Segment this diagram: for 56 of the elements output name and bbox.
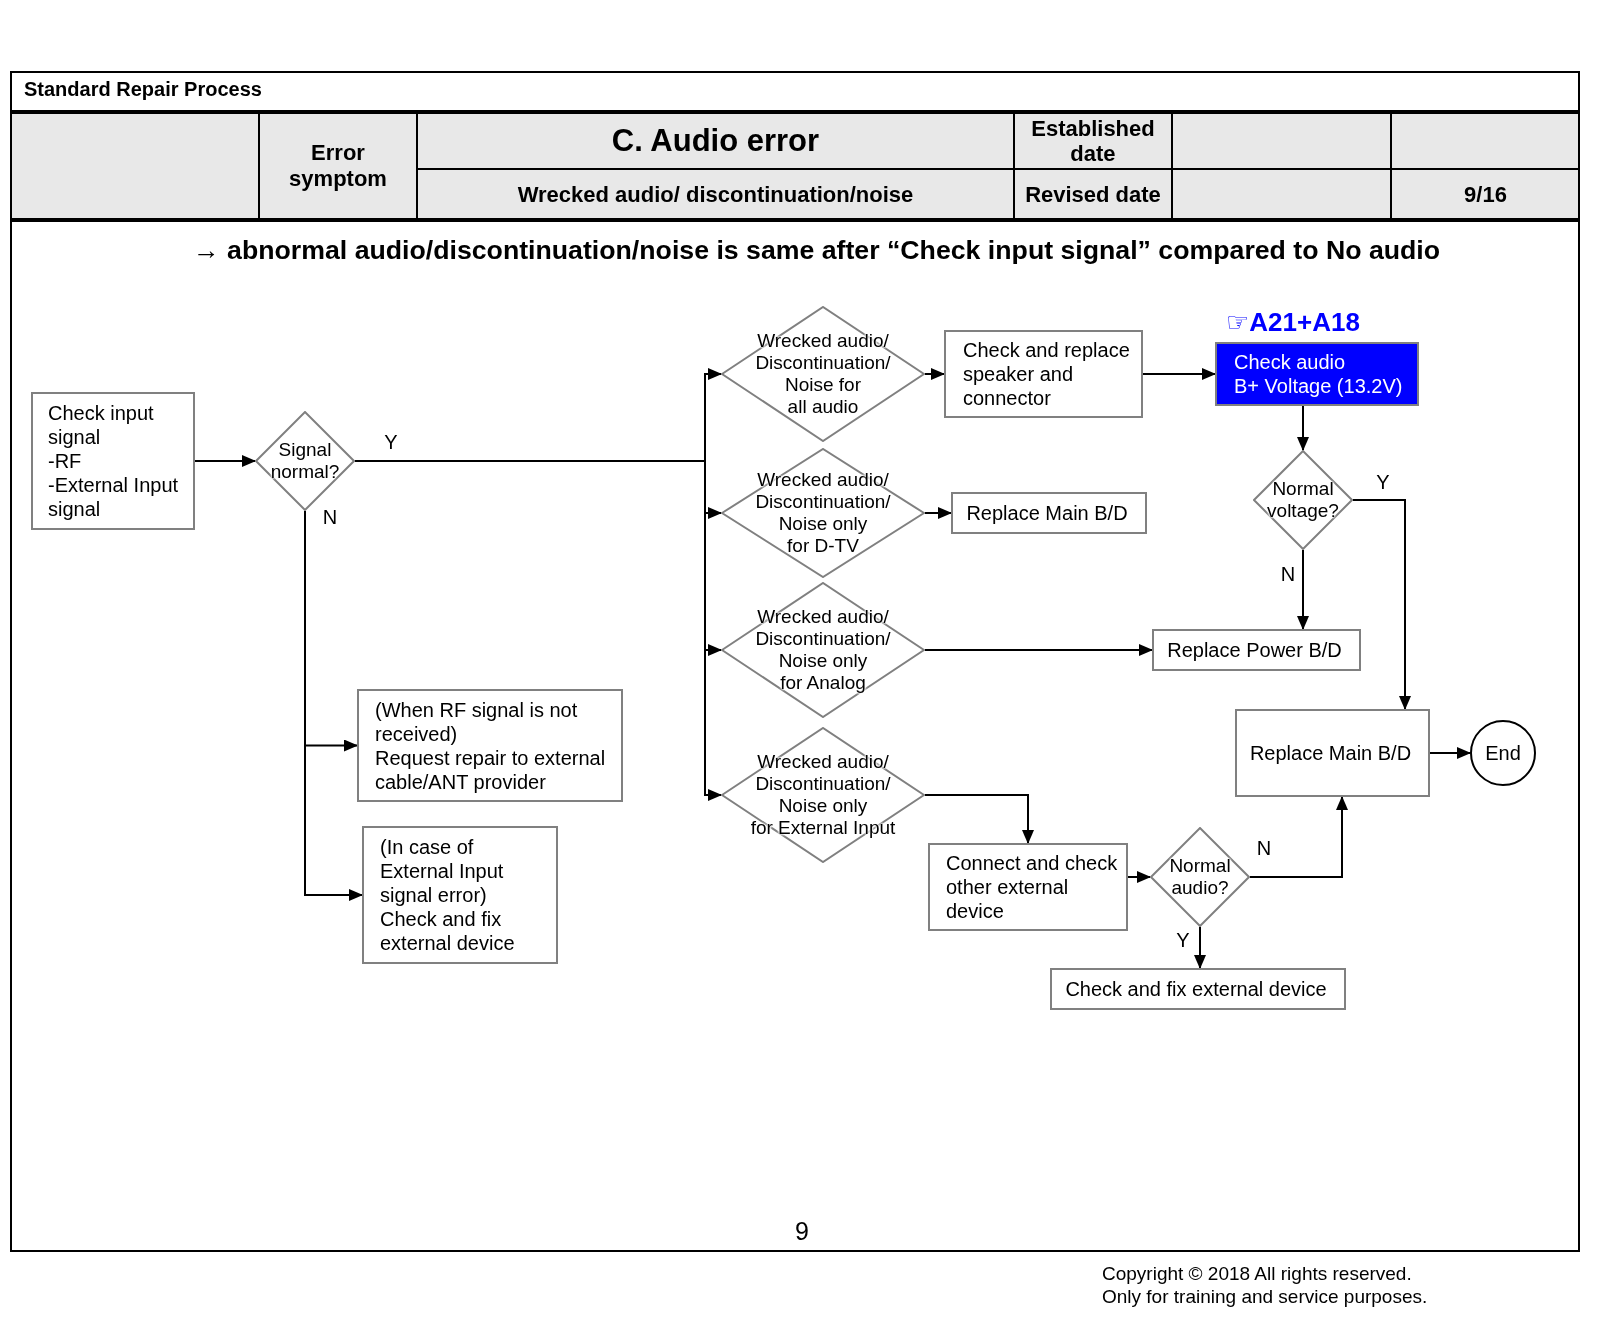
flow-arrow <box>924 644 1153 656</box>
symptom-text: Wrecked audio/ discontinuation/noise <box>517 181 914 208</box>
step-text: Check and replace speaker and connector <box>963 338 1130 410</box>
terminator-label: End <box>1485 741 1521 765</box>
process-box <box>1152 629 1361 671</box>
step-text: (In case of External Input signal error) <box>380 835 504 907</box>
page-title: Standard Repair Process <box>24 77 262 101</box>
process-box <box>944 330 1143 418</box>
step-text: Check and fix external device <box>1065 977 1327 1001</box>
decision-text: Wrecked audio/ Discontinuation/ Noise for all audio <box>755 330 891 418</box>
step-text: Request repair to external cable/ANT provider <box>375 745 606 794</box>
process-box <box>31 392 195 530</box>
process-box <box>1215 342 1419 406</box>
note-text: → abnormal audio/discontinuation/noise is same after “Check input signal” compared to No audio <box>193 234 1441 267</box>
step-text: Check audio B+ Voltage (13.2V) <box>1234 350 1403 398</box>
process-box <box>1050 968 1346 1010</box>
decision-text: Wrecked audio/ Discontinuation/ Noise only for D-TV <box>755 469 891 557</box>
step-text: -External Input signal <box>48 473 179 521</box>
header-label: Revised date <box>1025 181 1161 208</box>
flow-arrow <box>924 368 945 380</box>
decision-text: Wrecked audio/ Discontinuation/ Noise only for External Input <box>750 751 896 839</box>
step-text: Replace Main B/D <box>966 501 1128 525</box>
reference-label: ☞A21+A18 <box>1226 306 1360 338</box>
flow-arrow <box>1352 499 1411 710</box>
process-box <box>1235 709 1430 797</box>
flow-arrow <box>924 794 1034 844</box>
section-title: C. Audio error <box>611 122 820 159</box>
page-number: 9 <box>795 1216 809 1246</box>
flow-arrow <box>1297 549 1309 630</box>
flow-arrow <box>1127 871 1151 883</box>
step-text: -RF <box>48 449 82 473</box>
process-box <box>951 492 1147 534</box>
flow-arrow <box>1297 405 1309 451</box>
step-text: Replace Power B/D <box>1167 638 1342 662</box>
decision-text: Normal audio? <box>1169 855 1231 899</box>
step-text: (When RF signal is not received) <box>375 697 578 746</box>
step-text: Connect and check other external device <box>946 851 1118 923</box>
page-count: 9/16 <box>1464 181 1507 208</box>
step-text: Replace Main B/D <box>1249 741 1412 765</box>
header-label: Established date <box>1031 115 1155 166</box>
decision-text: Signal normal? <box>270 439 340 483</box>
step-text: Check input signal <box>48 401 154 449</box>
flow-arrow <box>1429 747 1471 759</box>
process-box <box>928 843 1128 931</box>
process-box <box>362 826 558 964</box>
process-box <box>357 689 623 802</box>
flow-arrow <box>1249 796 1348 878</box>
flow-arrow <box>1142 368 1216 380</box>
flow-arrow <box>924 507 952 519</box>
step-text: Check and fix external device <box>380 907 515 955</box>
flow-arrow <box>1194 926 1206 969</box>
header-label: Error symptom <box>289 140 387 192</box>
copyright-notice: Copyright © 2018 All rights reserved. Only for training and service purposes. <box>1102 1262 1428 1308</box>
decision-text: Wrecked audio/ Discontinuation/ Noise only for Analog <box>755 606 891 694</box>
decision-text: Normal voltage? <box>1267 478 1339 522</box>
flow-arrow <box>194 455 256 467</box>
